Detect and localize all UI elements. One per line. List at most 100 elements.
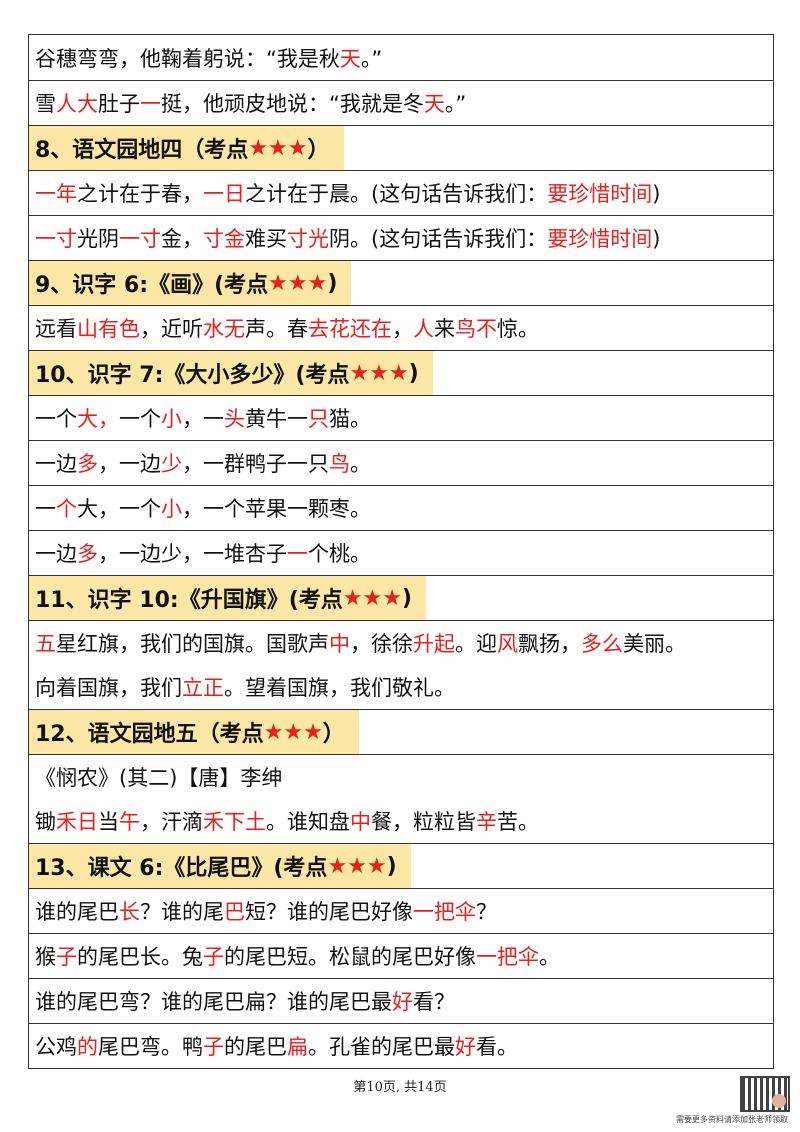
- section-title: 12、语文园地五（考点: [35, 722, 264, 747]
- text-line: 一年之计在于春，一日之计在于晨。(这句话告诉我们：要珍惜时间): [35, 178, 660, 208]
- text-line: 五星红旗，我们的国旗。国歌声中，徐徐升起。迎风飘扬，多么美丽。: [35, 621, 686, 665]
- text-row: 五星红旗，我们的国旗。国歌声中，徐徐升起。迎风飘扬，多么美丽。向着国旗，我们立正…: [29, 620, 773, 709]
- text-segment: 一个: [119, 407, 161, 431]
- text-segment: 。谁知盘: [266, 810, 350, 834]
- highlighted-text: 长: [119, 900, 140, 924]
- text-segment: ，汗滴: [140, 810, 203, 834]
- text-row: 《悯农》(其二)【唐】李绅锄禾日当午，汗滴禾下土。谁知盘中餐，粒粒皆辛苦。: [29, 754, 773, 843]
- text-row: 远看山有色，近听水无声。春去花还在，人来鸟不惊。: [29, 305, 773, 350]
- text-row: 一年之计在于春，一日之计在于晨。(这句话告诉我们：要珍惜时间): [29, 170, 773, 215]
- text-segment: 。迎: [455, 632, 497, 656]
- text-segment: 的尾巴短。松鼠的尾巴好像: [224, 945, 476, 969]
- text-segment: 。: [539, 945, 560, 969]
- text-line: 谁的尾巴弯？谁的尾巴扁？谁的尾巴最好看？: [35, 986, 455, 1016]
- text-segment: 谁的尾巴: [35, 900, 119, 924]
- highlighted-text: 巴: [224, 900, 245, 924]
- text-segment: 。”: [360, 46, 383, 71]
- highlighted-text: 要珍惜时间: [547, 227, 653, 251]
- text-line: 一边多，一边少，一堆杏子一个桃。: [35, 538, 371, 568]
- text-line: 谁的尾巴长？谁的尾巴短？谁的尾巴好像一把伞？: [35, 896, 497, 926]
- text-segment: 。: [350, 452, 371, 476]
- text-segment: 锄: [35, 810, 56, 834]
- text-line: 一寸光阴一寸金，寸金难买寸光阴。(这句话告诉我们：要珍惜时间): [35, 223, 660, 253]
- text-row: 公鸡的尾巴弯。鸭子的尾巴扁。孔雀的尾巴最好看。: [29, 1023, 773, 1068]
- highlighted-text: 一把伞: [476, 945, 539, 969]
- highlighted-text: 小: [161, 497, 182, 521]
- avatar: [772, 1094, 786, 1108]
- text-segment: 光阴: [77, 227, 119, 251]
- text-row: 一个大，一个小，一头黄牛一只猫。: [29, 395, 773, 440]
- highlighted-text: 天: [339, 46, 361, 71]
- section-title-close: ): [408, 360, 419, 386]
- highlighted-text: 子: [203, 945, 224, 969]
- section-heading-highlight: 8、语文园地四（考点★★★）: [29, 126, 344, 170]
- text-segment: 谁的尾巴弯？谁的尾巴扁？谁的尾巴最: [35, 990, 392, 1014]
- text-line: 猴子的尾巴长。兔子的尾巴短。松鼠的尾巴好像一把伞。: [35, 941, 560, 971]
- text-segment: 金，: [161, 227, 203, 251]
- text-segment: 惊。: [497, 317, 539, 341]
- star-rating: ★★★: [342, 585, 402, 611]
- text-segment: ): [652, 227, 661, 251]
- highlighted-text: 禾下土: [203, 810, 266, 834]
- star-rating: ★★★: [268, 270, 328, 296]
- section-title: 13、课文 6:《比尾巴》(考点: [35, 856, 328, 881]
- text-segment: 星红旗，我们的国旗。国歌声: [56, 632, 329, 656]
- highlighted-text: 一寸: [35, 227, 77, 251]
- text-segment: 美丽。: [623, 632, 686, 656]
- text-segment: 一个: [35, 407, 77, 431]
- highlighted-text: 水无: [203, 317, 245, 341]
- text-segment: 。孔雀的尾巴最: [308, 1035, 455, 1059]
- text-segment: ，一边: [98, 452, 161, 476]
- text-row: 谁的尾巴弯？谁的尾巴扁？谁的尾巴最好看？: [29, 978, 773, 1023]
- text-segment: 猴: [35, 945, 56, 969]
- highlighted-text: 多么: [581, 632, 623, 656]
- text-segment: 当: [98, 810, 119, 834]
- text-line: 雪人大肚子一挺，他顽皮地说：“我就是冬天。”: [35, 88, 466, 118]
- text-row: 雪人大肚子一挺，他顽皮地说：“我就是冬天。”: [29, 80, 773, 125]
- section-title: 11、识字 10:《升国旗》(考点: [35, 588, 343, 613]
- highlighted-text: 立正: [182, 676, 224, 700]
- text-segment: 黄牛一: [245, 407, 308, 431]
- text-segment: 向着国旗，我们: [35, 676, 182, 700]
- section-heading-highlight: 10、识字 7:《大小多少》(考点★★★): [29, 351, 433, 395]
- highlighted-text: 辛: [476, 810, 497, 834]
- text-segment: 挺，他顽皮地说：“我就是冬: [161, 92, 424, 116]
- highlighted-text: 多: [77, 542, 98, 566]
- text-line: 一边多，一边少，一群鸭子一只鸟。: [35, 448, 371, 478]
- text-segment: 雪: [35, 92, 56, 116]
- highlighted-text: 一年: [35, 182, 77, 206]
- text-segment: ，一: [182, 407, 224, 431]
- page-number: 第10页, 共14页: [353, 1080, 447, 1095]
- section-heading: 9、识字 6:《画》(考点★★★): [29, 260, 773, 305]
- section-heading-highlight: 9、识字 6:《画》(考点★★★): [29, 261, 352, 305]
- highlighted-text: 午: [119, 810, 140, 834]
- highlighted-text: 五: [35, 632, 56, 656]
- highlighted-text: 小: [161, 407, 182, 431]
- highlighted-text: 人: [413, 317, 434, 341]
- highlighted-text: 寸光: [287, 227, 329, 251]
- text-segment: ，徐徐: [350, 632, 413, 656]
- highlighted-text: 升起: [413, 632, 455, 656]
- text-segment: ): [652, 182, 661, 206]
- highlighted-text: 头: [224, 407, 245, 431]
- text-segment: 苦。: [497, 810, 539, 834]
- notes-table: 谷穗弯弯，他鞠着躬说：“我是秋天。” 雪人大肚子一挺，他顽皮地说：“我就是冬天。”…: [28, 34, 774, 1069]
- section-heading: 10、识字 7:《大小多少》(考点★★★): [29, 350, 773, 395]
- highlighted-text: 个: [56, 497, 77, 521]
- highlighted-text: 鸟: [329, 452, 350, 476]
- highlighted-text: 子: [203, 1035, 224, 1059]
- highlighted-text: 一: [140, 92, 161, 116]
- text-line: 公鸡的尾巴弯。鸭子的尾巴扁。孔雀的尾巴最好看。: [35, 1031, 518, 1061]
- text-segment: ，一群鸭子一只: [182, 452, 329, 476]
- text-segment: 看？: [413, 990, 455, 1014]
- text-line: 谷穗弯弯，他鞠着躬说：“我是秋天。”: [35, 43, 382, 73]
- highlighted-text: 好: [392, 990, 413, 1014]
- highlighted-text: 要珍惜时间: [547, 182, 653, 206]
- section-heading: 12、语文园地五（考点★★★）: [29, 709, 773, 754]
- section-heading: 13、课文 6:《比尾巴》(考点★★★): [29, 843, 773, 888]
- text-row: 一寸光阴一寸金，寸金难买寸光阴。(这句话告诉我们：要珍惜时间): [29, 215, 773, 260]
- star-rating: ★★★: [327, 853, 387, 879]
- text-segment: ？: [476, 900, 497, 924]
- highlighted-text: 鸟不: [455, 317, 497, 341]
- section-heading-highlight: 12、语文园地五（考点★★★）: [29, 710, 359, 754]
